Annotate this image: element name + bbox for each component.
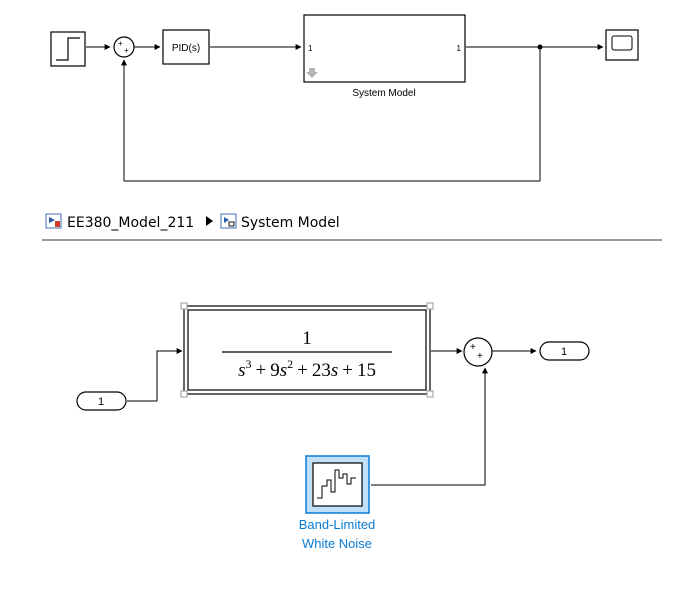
breadcrumb-item-subsystem[interactable]: System Model (241, 215, 340, 231)
sum-sign-top-2: + (124, 46, 129, 55)
selection-handle[interactable] (426, 390, 434, 398)
outport-block[interactable]: 1 (539, 341, 590, 361)
sum-block-top[interactable]: + + (113, 36, 135, 58)
transfer-function-block[interactable]: 1 s3+9s2+23s+15 (180, 302, 434, 398)
sum-sign-sub-1: + (470, 342, 476, 353)
breadcrumb: EE380_Model_211 System Model (45, 213, 340, 231)
band-limited-white-noise-block[interactable] (305, 455, 370, 514)
signal-line-inport-to-tf[interactable] (127, 348, 183, 402)
subsystem-name: System Model (352, 88, 415, 99)
noise-block-name-line1: Band-Limited (299, 517, 376, 532)
pid-block[interactable]: PID(s) (162, 29, 210, 65)
noise-icon (317, 469, 356, 499)
inport-block[interactable]: 1 (76, 391, 127, 411)
tf-denominator: s3+9s2+23s+15 (238, 357, 376, 381)
sum-sign-top-1: + (118, 39, 123, 48)
selection-handle[interactable] (180, 302, 188, 310)
selection-handle[interactable] (180, 390, 188, 398)
noise-block-name-line2: White Noise (302, 536, 372, 551)
down-arrow-icon (306, 68, 318, 78)
subsystem-out-port: 1 (457, 44, 462, 53)
feedback-line[interactable] (121, 47, 541, 182)
outport-label: 1 (561, 346, 567, 358)
step-block[interactable] (50, 31, 86, 67)
subsystem-in-port: 1 (308, 44, 313, 53)
sum-block-sub[interactable]: + + (463, 337, 493, 367)
step-icon (56, 37, 80, 61)
subsystem-icon (220, 213, 237, 229)
scope-block[interactable] (605, 29, 639, 61)
pid-label: PID(s) (172, 43, 200, 54)
tf-numerator: 1 (302, 328, 312, 349)
breadcrumb-item-model[interactable]: EE380_Model_211 (67, 215, 194, 231)
sum-sign-sub-2: + (477, 351, 483, 362)
selection-handle[interactable] (426, 302, 434, 310)
scope-icon (611, 35, 633, 51)
inport-label: 1 (98, 396, 104, 408)
subsystem-block[interactable]: 1 1 (303, 14, 466, 83)
model-icon (45, 213, 62, 229)
signal-line-noise-to-sum[interactable] (371, 367, 488, 486)
breadcrumb-separator-icon (206, 216, 213, 226)
